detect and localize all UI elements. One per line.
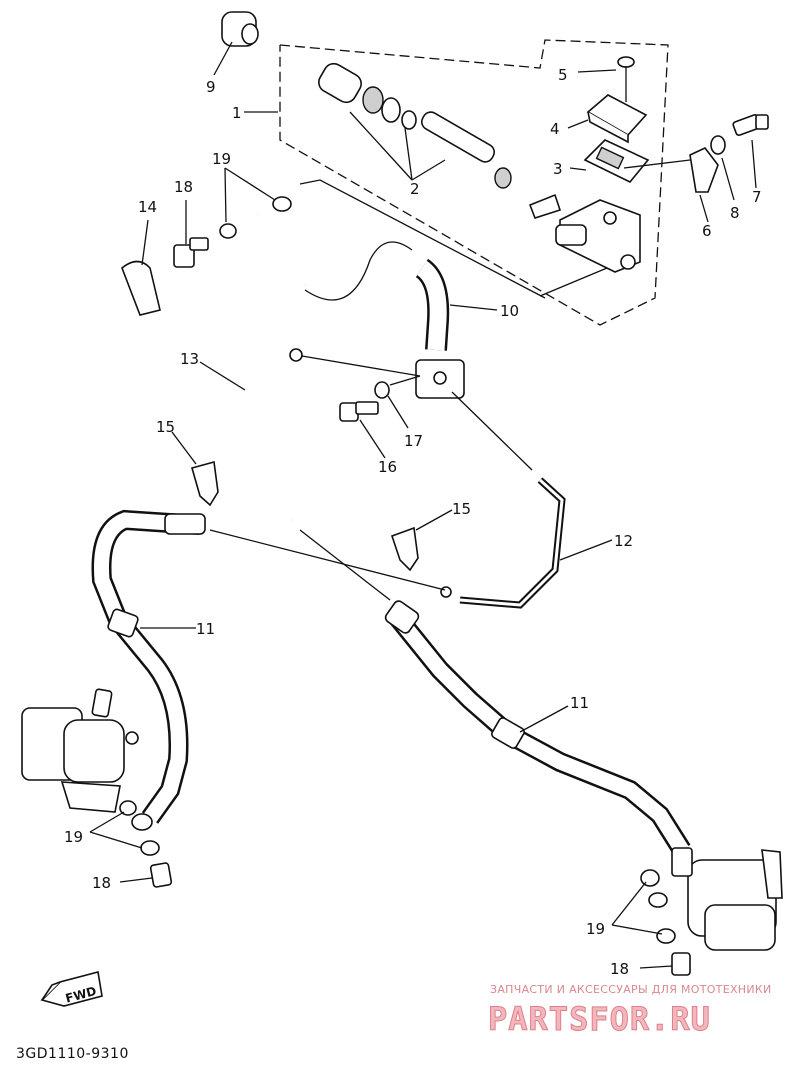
part-brake-pipe-13	[199, 343, 421, 601]
callout-19-left: 19	[64, 828, 83, 846]
callout-8: 8	[730, 204, 740, 222]
callout-12: 12	[614, 532, 633, 550]
callout-18-left: 18	[92, 874, 111, 892]
callout-5: 5	[558, 66, 568, 84]
part-diaphragm-3	[569, 139, 650, 183]
callout-9: 9	[206, 78, 216, 96]
part-bolt-16	[339, 401, 386, 459]
callout-2: 2	[410, 180, 420, 198]
part-cover-14	[121, 219, 161, 316]
diagram-code: 3GD1110-9310	[16, 1046, 129, 1062]
part-washer-8	[710, 135, 735, 201]
callout-19-right: 19	[586, 920, 605, 938]
callout-3: 3	[553, 160, 563, 178]
part-washer-19-left	[89, 800, 160, 856]
part-junction-block	[415, 359, 465, 399]
part-reservoir-cap-4	[567, 94, 648, 144]
callout-10: 10	[500, 302, 519, 320]
part-brake-hose-11-left	[91, 509, 206, 831]
fwd-arrow-icon: FWD	[40, 971, 103, 1007]
callout-18-top: 18	[174, 178, 193, 196]
callout-14: 14	[138, 198, 157, 216]
callout-16: 16	[378, 458, 397, 476]
part-clip-15-left	[171, 431, 219, 507]
part-bolt-7	[732, 114, 769, 189]
watermark-brand: PARTSFOR.RU	[488, 1000, 711, 1038]
part-brake-hose-11-right	[384, 600, 691, 856]
part-cap-9	[213, 11, 259, 76]
part-washer-19-top	[219, 167, 292, 239]
callout-17: 17	[404, 432, 423, 450]
callout-18-right: 18	[610, 960, 629, 978]
callout-7: 7	[752, 188, 762, 206]
part-clip-15-right	[390, 509, 453, 572]
master-cylinder-group-outline	[279, 39, 669, 326]
callout-15-left: 15	[156, 418, 175, 436]
part-bolt-18-top	[173, 200, 209, 268]
callout-1: 1	[232, 104, 242, 122]
part-bolt-18-left	[119, 862, 173, 888]
part-washer-17	[374, 381, 409, 429]
watermark-tagline: ЗАПЧАСТИ И АКСЕССУАРЫ ДЛЯ МОТОТЕХНИКИ	[490, 983, 772, 996]
part-washer-19-right	[611, 869, 676, 944]
part-caliper-left	[21, 688, 139, 813]
callout-15-right: 15	[452, 500, 471, 518]
part-piston-kit-2	[318, 62, 512, 189]
callout-11-left: 11	[196, 620, 215, 638]
callout-4: 4	[550, 120, 560, 138]
callout-19-top: 19	[212, 150, 231, 168]
callout-11-right: 11	[570, 694, 589, 712]
callout-6: 6	[702, 222, 712, 240]
part-brake-pipe-12	[440, 391, 613, 609]
part-master-cylinder-body	[528, 193, 641, 273]
part-screw-5	[577, 56, 635, 102]
part-caliper-right	[671, 847, 783, 951]
part-holder-6	[689, 147, 719, 223]
callout-13: 13	[180, 350, 199, 368]
part-bolt-18-right	[639, 952, 691, 976]
part-brake-hose-10	[253, 179, 608, 351]
